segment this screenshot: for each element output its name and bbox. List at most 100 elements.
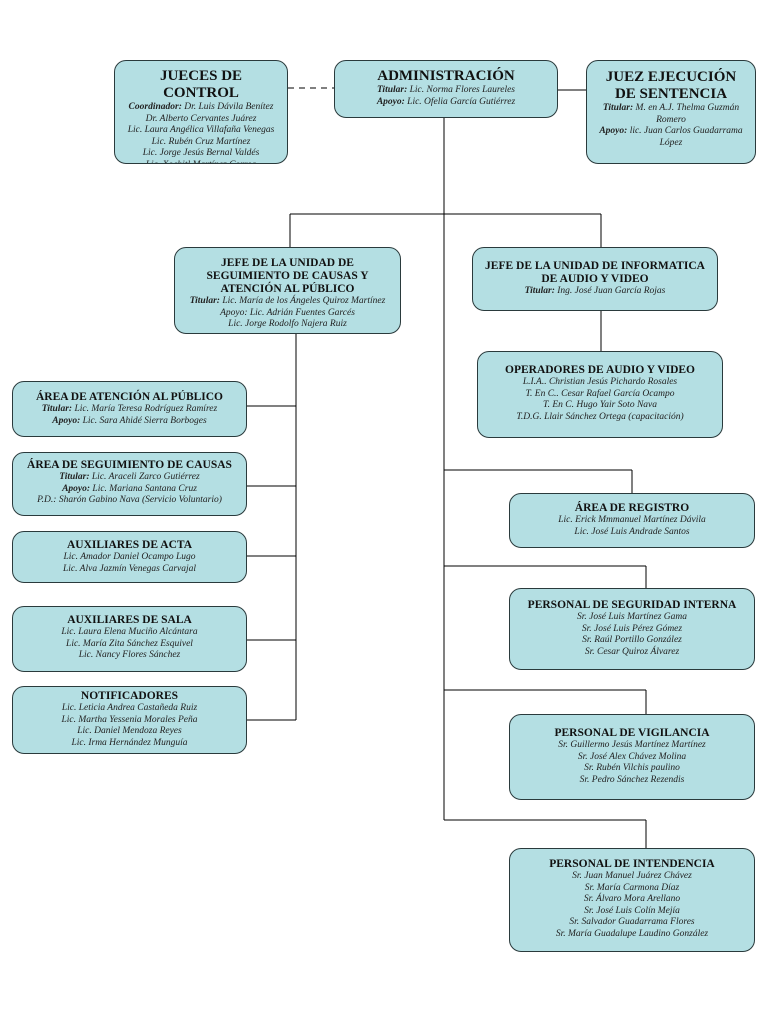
staff-name: Sr. José Luis Colín Mejía [584, 905, 680, 916]
staff-line: Lic. Irma Hernández Munguía [19, 738, 240, 750]
staff-name: T. En C. Hugo Yair Soto Nava [542, 400, 658, 410]
box-title: AUXILIARES DE ACTA [66, 539, 193, 551]
box-title: ÁREA DE SEGUIMIENTO DE CAUSAS [27, 459, 232, 471]
staff-name: Lic. Alva Jazmín Venegas Carvajal [62, 563, 197, 574]
staff-name: Sr. José Alex Chávez Molina [577, 751, 687, 762]
staff-name: Sr. José Luis Martínez Gama [576, 612, 688, 622]
staff-line: Apoyo: Lic. Mariana Santana Cruz [19, 484, 240, 496]
staff-line: Lic. Jorge Jesús Bernal Valdés [121, 148, 281, 160]
staff-line: Sr. Guillermo Jesús Martínez Martínez [516, 740, 748, 752]
staff-line: Sr. José Luis Martínez Gama [516, 612, 748, 624]
staff-line: Lic. Daniel Mendoza Reyes [19, 726, 240, 738]
staff-name: P.D.: Sharón Gabino Nava (Servicio Volun… [37, 495, 222, 505]
staff-name: Dr. Alberto Cervantes Juárez [145, 113, 257, 124]
staff-name: Lic. Mariana Santana Cruz [90, 483, 197, 494]
staff-line: Sr. María Carmona Díaz [516, 883, 748, 895]
staff-line: Sr. José Luis Pérez Gómez [516, 624, 748, 636]
box-title: JEFE DE LA UNIDAD DE INFORMATICA DE AUDI… [485, 260, 705, 285]
staff-line: Lic. Erick Mmmanuel Martínez Dávila [516, 515, 748, 527]
staff-name: Lic. Rubén Cruz Martínez [151, 136, 251, 147]
staff-line: L.I.A.. Christian Jesús Pichardo Rosales [484, 377, 716, 389]
staff-name: Lic. Daniel Mendoza Reyes [77, 726, 182, 736]
staff-role: Titular: [524, 286, 555, 296]
staff-role: Apoyo: [62, 483, 91, 494]
staff-name: Dr. Luis Dávila Benítez [181, 102, 274, 112]
staff-name: T.D.G. Llair Sánchez Ortega (capacitació… [516, 411, 684, 422]
staff-name: Lic. Sara Ahidé Sierra Borboges [80, 415, 207, 426]
staff-line: Titular: Lic. María Teresa Rodríguez Ram… [19, 404, 240, 416]
staff-line: Lic. Martha Yessenia Morales Peña [19, 715, 240, 727]
staff-line: P.D.: Sharón Gabino Nava (Servicio Volun… [19, 495, 240, 507]
staff-role: Titular: [602, 103, 634, 113]
box-title: ÁREA DE REGISTRO [574, 502, 690, 514]
staff-role: Apoyo: [376, 96, 405, 107]
staff-role: Apoyo: [599, 126, 628, 136]
staff-name: Lic. Erick Mmmanuel Martínez Dávila [558, 515, 706, 525]
staff-line: Sr. Salvador Guadarrama Flores [516, 917, 748, 929]
staff-name: Sr. Salvador Guadarrama Flores [569, 917, 695, 927]
box-title: NOTIFICADORES [80, 690, 179, 702]
staff-line: Dr. Alberto Cervantes Juárez [121, 114, 281, 126]
staff-line: Sr. José Luis Colín Mejía [516, 906, 748, 918]
staff-line: Lic. Xochitl Martínez Correa [121, 160, 281, 164]
staff-name: Lic. María de los Ángeles Quiroz Martíne… [219, 296, 386, 306]
staff-line: Sr. María Guadalupe Laudino González [516, 929, 748, 941]
staff-line: Lic. Rubén Cruz Martínez [121, 137, 281, 149]
staff-name: Sr. María Guadalupe Laudino González [555, 928, 709, 939]
staff-name: Lic. José Luis Andrade Santos [574, 526, 690, 537]
staff-name: Sr. Cesar Quiroz Álvarez [584, 646, 680, 657]
box-jefe-informatica: JEFE DE LA UNIDAD DE INFORMATICA DE AUDI… [472, 247, 718, 311]
staff-line: Lic. Alva Jazmín Venegas Carvajal [19, 564, 240, 576]
staff-name: Lic. Laura Angélica Villafaña Venegas [127, 125, 275, 135]
box-title: ÁREA DE ATENCIÓN AL PÚBLICO [35, 391, 224, 403]
staff-line: Titular: M. en A.J. Thelma Guzmán Romero [597, 103, 745, 126]
staff-line: Titular: Ing. José Juan García Rojas [479, 286, 711, 298]
staff-line: Titular: Lic. Norma Flores Laureles [341, 85, 551, 97]
staff-line: Sr. Pedro Sánchez Rezendis [516, 775, 748, 787]
staff-role: Titular: [376, 85, 408, 95]
box-title: AUXILIARES DE SALA [67, 614, 192, 626]
staff-name: M. en A.J. Thelma Guzmán Romero [633, 103, 740, 125]
box-title: OPERADORES DE AUDIO Y VIDEO [505, 364, 695, 376]
staff-line: Lic. José Luis Andrade Santos [516, 527, 748, 539]
staff-line: Sr. Cesar Quiroz Álvarez [516, 647, 748, 659]
staff-name: Lic. Jorge Rodolfo Najera Ruiz [228, 319, 347, 329]
staff-line: Lic. Laura Elena Muciño Alcántara [19, 627, 240, 639]
staff-name: Apoyo: Lic. Adrián Fuentes Garcés [220, 307, 355, 318]
box-title: PERSONAL DE INTENDENCIA [549, 858, 715, 870]
staff-name: Sr. José Luis Pérez Gómez [581, 623, 683, 634]
staff-role: Apoyo: [52, 415, 81, 426]
staff-name: Lic. María Zita Sánchez Esquivel [66, 638, 193, 649]
staff-name: Lic. María Teresa Rodríguez Ramírez [72, 404, 218, 414]
staff-line: T. En C.. Cesar Rafael García Ocampo [484, 389, 716, 401]
staff-name: Sr. María Carmona Díaz [584, 882, 680, 893]
staff-name: Lic. Jorge Jesús Bernal Valdés [142, 148, 260, 158]
staff-name: Sr. Rubén Vilchis paulino [584, 763, 680, 773]
staff-name: Lic. Amador Daniel Ocampo Lugo [63, 552, 196, 562]
box-title: ADMINISTRACIÓN [377, 68, 515, 84]
staff-line: Sr. José Alex Chávez Molina [516, 752, 748, 764]
staff-line: Sr. Rubén Vilchis paulino [516, 763, 748, 775]
staff-line: Apoyo: Lic. Sara Ahidé Sierra Borboges [19, 416, 240, 428]
staff-line: Lic. Laura Angélica Villafaña Venegas [121, 125, 281, 137]
staff-name: Sr. Pedro Sánchez Rezendis [579, 774, 685, 785]
box-title: JUECES DE CONTROL [159, 68, 243, 101]
staff-name: lic. Juan Carlos Guadarrama López [627, 126, 743, 148]
staff-line: Lic. Leticia Andrea Castañeda Ruiz [19, 703, 240, 715]
staff-name: Sr. Juan Manuel Juárez Chávez [572, 871, 692, 881]
staff-line: Apoyo: Lic. Ofelia García Gutiérrez [341, 97, 551, 109]
staff-name: L.I.A.. Christian Jesús Pichardo Rosales [522, 377, 678, 387]
box-title: PERSONAL DE SEGURIDAD INTERNA [527, 599, 737, 611]
staff-line: Coordinador: Dr. Luis Dávila Benítez [121, 102, 281, 114]
